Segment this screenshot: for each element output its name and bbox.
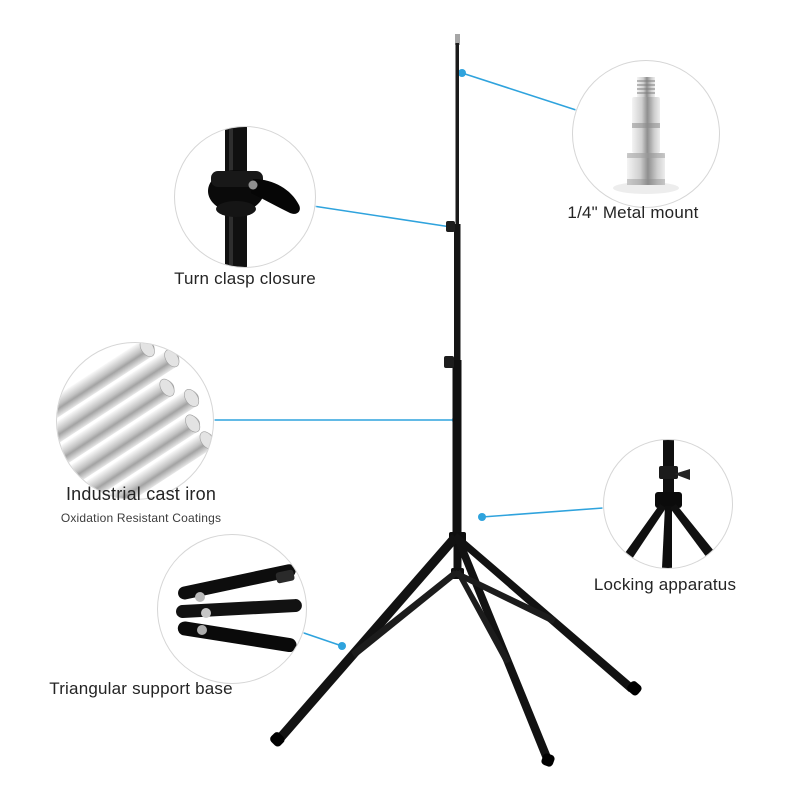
- callout-circle-turn-clasp: [174, 126, 316, 268]
- stand-knob-lower: [444, 356, 454, 368]
- callout-circle-cast-iron: [56, 342, 214, 500]
- callout-lines: [212, 72, 604, 647]
- label-turn-clasp: Turn clasp closure: [174, 269, 316, 288]
- tripod-stand: [270, 34, 642, 767]
- callout-circle-locking: [603, 439, 733, 569]
- callout-circle-metal-mount: [572, 60, 720, 208]
- stand-knob-upper: [446, 221, 455, 232]
- metal-mount-photo: [613, 77, 679, 194]
- label-cast-iron: Industrial cast iron: [65, 484, 217, 504]
- clasp-photo: [208, 127, 300, 267]
- label-support-base: Triangular support base: [49, 679, 233, 698]
- stand-spigot: [455, 34, 460, 45]
- label-locking: Locking apparatus: [593, 575, 737, 594]
- folded-base-photo: [176, 564, 302, 653]
- label-metal-mount: 1/4" Metal mount: [567, 203, 699, 222]
- label-cast-iron-subtitle: Oxidation Resistant Coatings: [60, 511, 222, 525]
- callout-circle-support-base: [157, 534, 307, 684]
- rods-photo: [57, 343, 213, 499]
- locking-joint-photo: [620, 440, 718, 568]
